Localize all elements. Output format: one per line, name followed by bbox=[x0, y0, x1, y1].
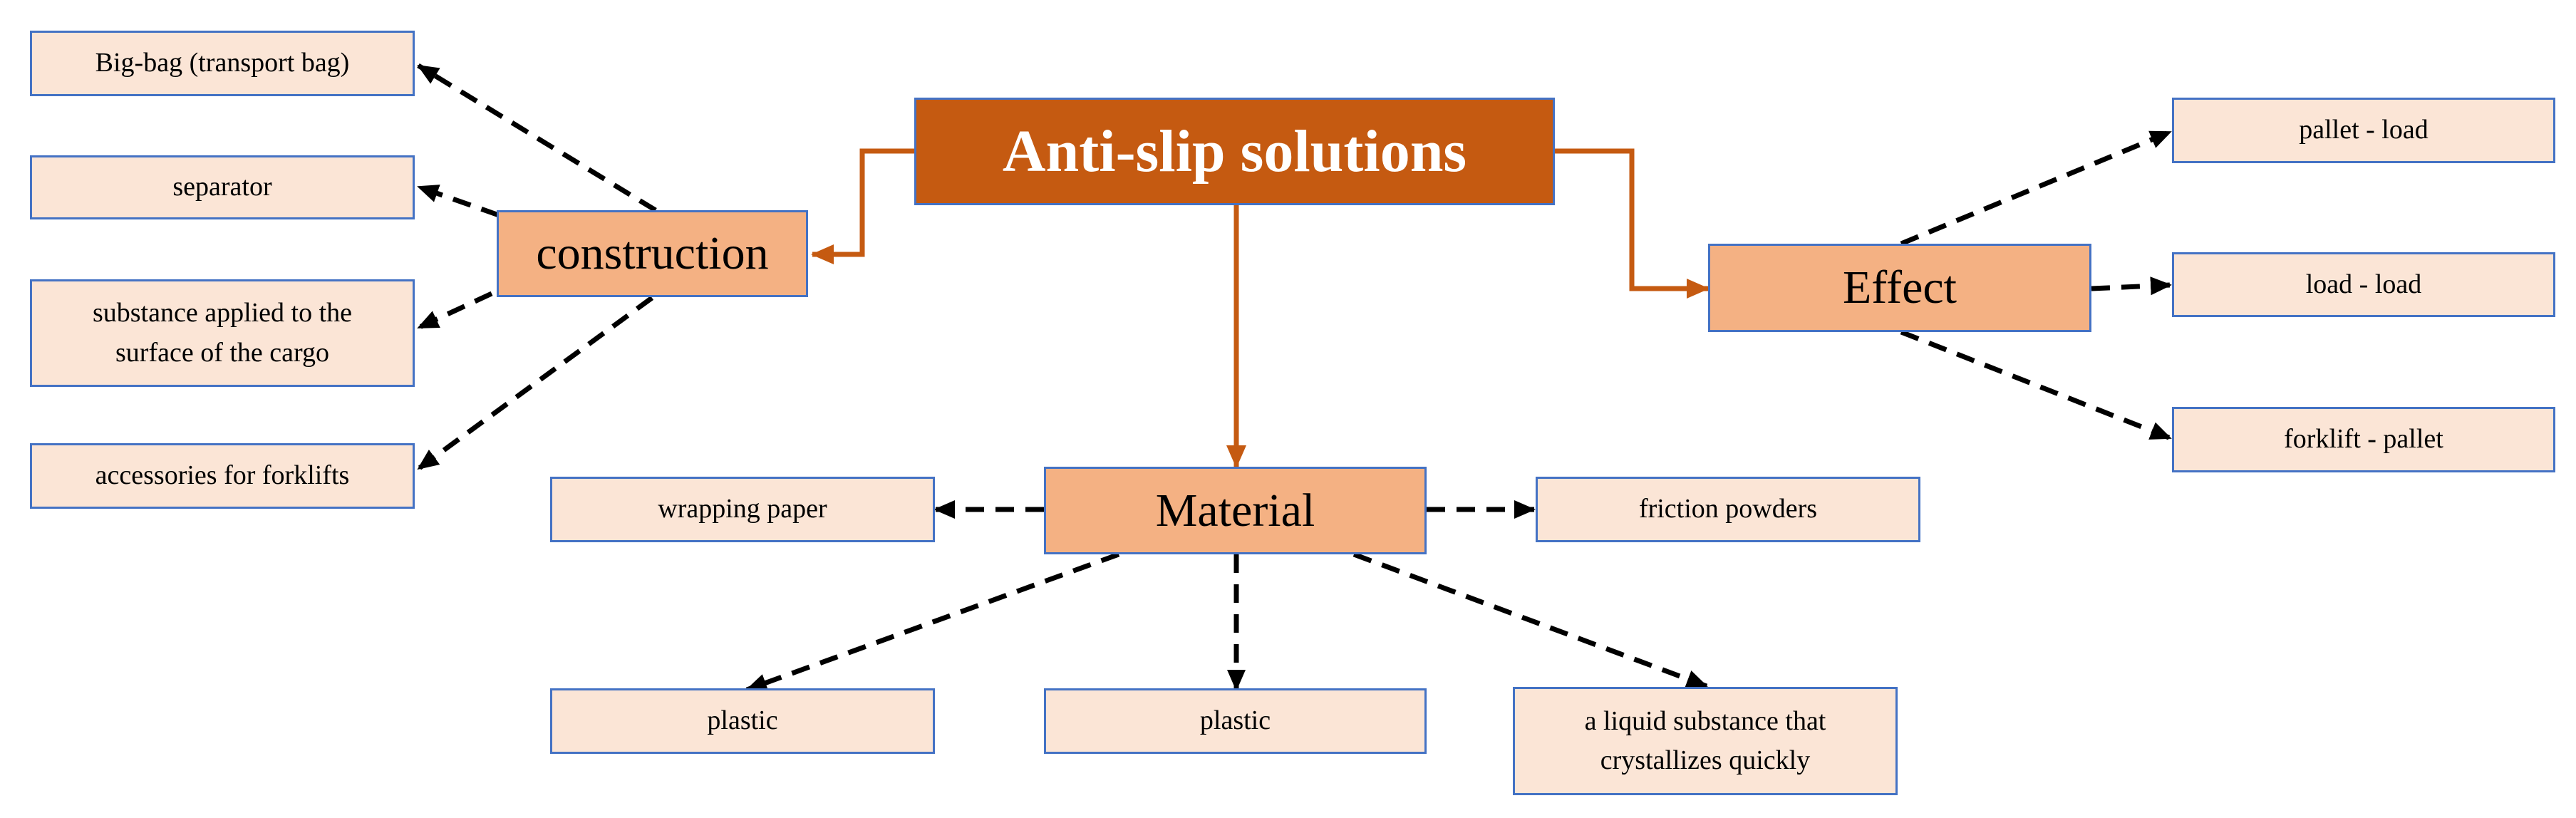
leaf-forklift-pallet: forklift - pallet bbox=[2172, 407, 2555, 472]
leaf-pallet-load: pallet - load bbox=[2172, 98, 2555, 163]
root-node: Anti-slip solutions bbox=[914, 98, 1555, 205]
construction-to-separator-arrow bbox=[417, 184, 500, 218]
category-material: Material bbox=[1044, 467, 1427, 554]
leaf-plastic-center: plastic bbox=[1044, 688, 1427, 754]
category-construction: construction bbox=[497, 210, 808, 297]
construction-to-forklift-accessories-arrow bbox=[416, 296, 654, 471]
effect-to-load-load-arrow bbox=[2091, 276, 2172, 296]
effect-to-forklift-pallet-arrow bbox=[1900, 329, 2172, 441]
category-effect: Effect bbox=[1708, 244, 2091, 332]
root-to-construction-arrow bbox=[811, 148, 914, 264]
material-to-plastic-left-arrow bbox=[745, 552, 1120, 693]
leaf-load-load: load - load bbox=[2172, 252, 2555, 317]
leaf-liquid-substance: a liquid substance that crystallizes qui… bbox=[1513, 687, 1898, 795]
leaf-big-bag: Big-bag (transport bag) bbox=[30, 31, 415, 96]
leaf-forklift-accessories: accessories for forklifts bbox=[30, 443, 415, 509]
leaf-plastic-left: plastic bbox=[550, 688, 935, 754]
material-to-liquid-substance-arrow bbox=[1352, 552, 1708, 689]
construction-to-substance-arrow bbox=[417, 291, 493, 331]
construction-to-big-bag-arrow bbox=[417, 63, 657, 212]
leaf-wrapping-paper: wrapping paper bbox=[550, 477, 935, 542]
root-to-effect-arrow bbox=[1555, 148, 1709, 299]
leaf-substance-surface: substance applied to the surface of the … bbox=[30, 279, 415, 387]
leaf-friction-powders: friction powders bbox=[1536, 477, 1920, 542]
effect-to-pallet-load-arrow bbox=[1900, 129, 2172, 247]
leaf-separator: separator bbox=[30, 155, 415, 219]
